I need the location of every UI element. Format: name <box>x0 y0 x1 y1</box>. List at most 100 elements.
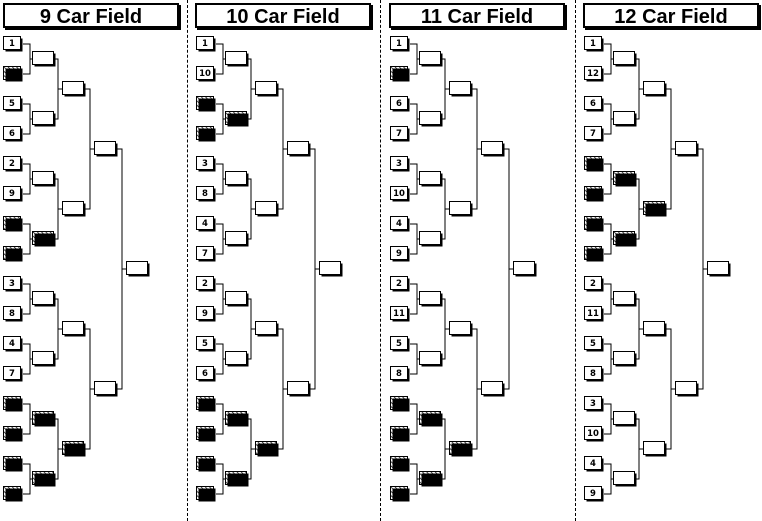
seed-number: 8 <box>9 309 15 319</box>
seed-slot <box>196 426 216 442</box>
round3-slot <box>643 321 667 337</box>
round2-slot <box>225 111 249 127</box>
seed-slot: 8 <box>584 366 604 382</box>
round2-slot <box>613 411 637 427</box>
seed-number: 7 <box>9 369 15 379</box>
seed-slot <box>196 126 216 142</box>
round4-slot <box>675 141 699 157</box>
seed-number: 10 <box>587 429 599 439</box>
round3-slot <box>62 441 86 457</box>
round2-slot <box>613 171 637 187</box>
seed-slot <box>390 426 410 442</box>
seed-slot: 7 <box>3 366 23 382</box>
round3-slot <box>62 201 86 217</box>
seed-number: 9 <box>9 189 15 199</box>
seed-slot: 2 <box>584 276 604 292</box>
seed-number: 6 <box>590 99 596 109</box>
round2-slot <box>32 291 56 307</box>
seed-slot: 2 <box>196 276 216 292</box>
seed-slot <box>390 66 410 82</box>
final-slot <box>126 261 150 277</box>
bracket-diagram: 1 5 6 2 9 3 8 4 7 <box>3 36 150 502</box>
round2-slot <box>613 51 637 67</box>
round2-slot <box>419 171 443 187</box>
seed-slot: 8 <box>390 366 410 382</box>
seed-slot: 4 <box>196 216 216 232</box>
seed-slot <box>584 186 604 202</box>
seed-slot: 9 <box>196 306 216 322</box>
seed-slot: 6 <box>3 126 23 142</box>
round2-slot <box>419 471 443 487</box>
seed-number: 7 <box>396 129 402 139</box>
round2-slot <box>32 471 56 487</box>
seed-slot: 5 <box>196 336 216 352</box>
panel-divider <box>187 0 188 521</box>
round4-slot <box>287 141 311 157</box>
round3-slot <box>255 441 279 457</box>
seed-slot <box>3 396 23 412</box>
seed-number: 6 <box>202 369 208 379</box>
seed-slot <box>196 96 216 112</box>
seed-slot: 3 <box>3 276 23 292</box>
seed-slot: 5 <box>3 96 23 112</box>
seed-slot: 6 <box>196 366 216 382</box>
seed-slot: 7 <box>390 126 410 142</box>
seed-slot <box>584 246 604 262</box>
seed-slot <box>196 456 216 472</box>
seed-slot: 9 <box>584 486 604 502</box>
round2-slot <box>225 351 249 367</box>
seed-number: 2 <box>202 279 208 289</box>
round2-slot <box>32 231 56 247</box>
round4-slot <box>675 381 699 397</box>
seed-slot: 10 <box>196 66 216 82</box>
seed-number: 9 <box>396 249 402 259</box>
bracket-panel: 9 Car Field 1 5 6 2 9 3 8 4 7 <box>0 0 188 521</box>
round2-slot <box>32 111 56 127</box>
seed-slot: 1 <box>390 36 410 52</box>
seed-number: 3 <box>9 279 15 289</box>
round3-slot <box>449 201 473 217</box>
seed-slot: 9 <box>390 246 410 262</box>
round4-slot <box>481 381 505 397</box>
round2-slot <box>419 231 443 247</box>
seed-slot: 5 <box>390 336 410 352</box>
round2-slot <box>419 351 443 367</box>
seed-slot: 2 <box>390 276 410 292</box>
round2-slot <box>419 291 443 307</box>
round3-slot <box>449 441 473 457</box>
seed-number: 3 <box>396 159 402 169</box>
seed-slot: 11 <box>584 306 604 322</box>
round2-slot <box>32 51 56 67</box>
seed-number: 5 <box>396 339 402 349</box>
seed-slot: 1 <box>3 36 23 52</box>
seed-slot: 4 <box>390 216 410 232</box>
seed-number: 3 <box>590 399 596 409</box>
seed-number: 2 <box>9 159 15 169</box>
seed-number: 4 <box>202 219 208 229</box>
seed-number: 1 <box>202 39 208 49</box>
seed-number: 5 <box>202 339 208 349</box>
round2-slot <box>419 411 443 427</box>
bracket-title: 9 Car Field <box>3 3 179 28</box>
seed-slot <box>3 246 23 262</box>
round3-slot <box>643 81 667 97</box>
seed-slot: 12 <box>584 66 604 82</box>
panel-divider <box>575 0 576 521</box>
seed-number: 3 <box>202 159 208 169</box>
round2-slot <box>225 171 249 187</box>
seed-number: 11 <box>393 309 405 319</box>
seed-number: 8 <box>202 189 208 199</box>
round3-slot <box>255 321 279 337</box>
seed-slot: 4 <box>3 336 23 352</box>
round2-slot <box>225 231 249 247</box>
round2-slot <box>225 291 249 307</box>
round4-slot <box>94 381 118 397</box>
bracket-title: 11 Car Field <box>389 3 565 28</box>
seed-slot <box>584 156 604 172</box>
bracket-title: 10 Car Field <box>195 3 371 28</box>
seed-slot <box>3 486 23 502</box>
